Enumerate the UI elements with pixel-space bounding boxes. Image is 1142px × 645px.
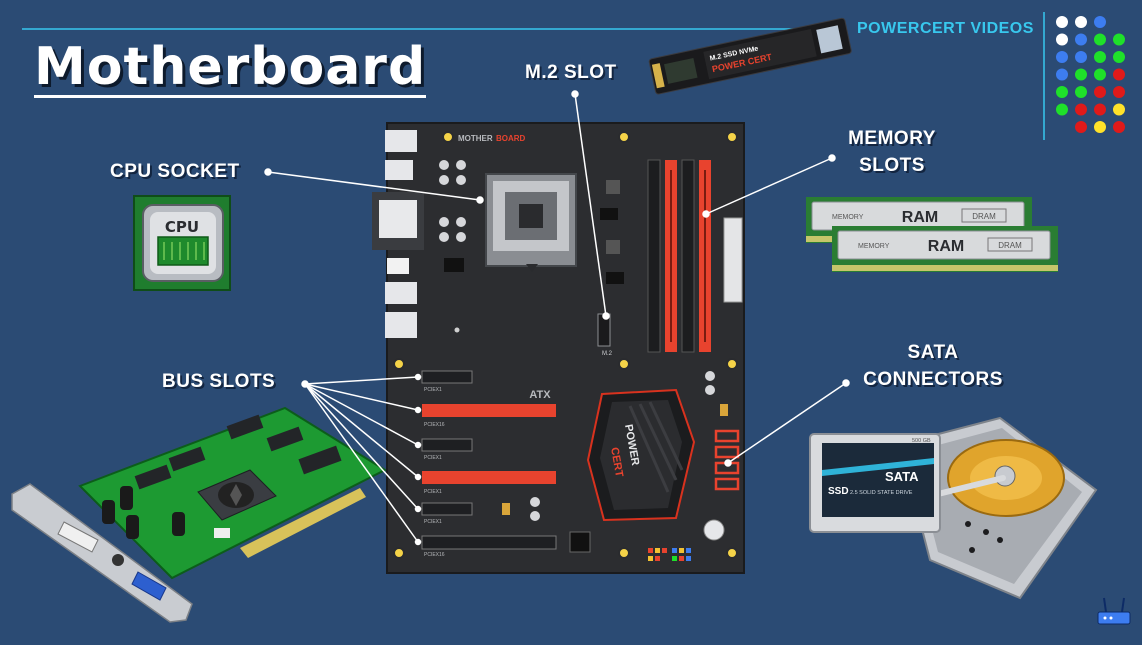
logo-dot bbox=[1113, 33, 1125, 46]
svg-text:MEMORY: MEMORY bbox=[832, 214, 864, 221]
logo-dot bbox=[1075, 121, 1087, 133]
logo-dot bbox=[1094, 86, 1106, 98]
svg-text:2.5 SOLID STATE DRIVE: 2.5 SOLID STATE DRIVE bbox=[850, 490, 913, 496]
logo-dot bbox=[1056, 51, 1068, 63]
logo-dot bbox=[1075, 103, 1087, 116]
svg-text:PCIEX1: PCIEX1 bbox=[424, 387, 442, 393]
svg-text:RAM: RAM bbox=[902, 209, 938, 226]
m2-slot-label: M.2 SLOT bbox=[525, 62, 617, 83]
ram-sticks-graphic: MEMORY RAM DRAM MEMORY RAM DRAM bbox=[806, 197, 1058, 272]
svg-text:PCIEX1: PCIEX1 bbox=[424, 489, 442, 495]
hard-drive-graphic bbox=[898, 416, 1098, 600]
leader-lines bbox=[264, 90, 850, 546]
cpu-socket-label: CPU SOCKET bbox=[110, 161, 240, 182]
svg-text:MEMORY: MEMORY bbox=[858, 243, 890, 250]
logo-dot bbox=[1094, 51, 1106, 63]
logo-dot bbox=[1056, 103, 1068, 116]
logo-dot bbox=[1113, 51, 1125, 63]
logo-dot bbox=[1075, 33, 1087, 46]
logo-dot bbox=[1075, 68, 1087, 81]
sata-connectors-label: SATA CONNECTORS bbox=[863, 342, 1003, 390]
svg-text:SATA: SATA bbox=[885, 469, 919, 484]
logo-dot bbox=[1094, 68, 1106, 81]
memory-slots-label: MEMORY SLOTS bbox=[848, 128, 936, 176]
logo-dot bbox=[1056, 16, 1068, 28]
logo-dot bbox=[1094, 121, 1106, 133]
svg-text:PCIEX16: PCIEX16 bbox=[424, 552, 445, 558]
svg-text:DRAM: DRAM bbox=[998, 241, 1022, 250]
network-icon bbox=[1097, 597, 1131, 625]
svg-text:500 GB: 500 GB bbox=[912, 438, 931, 444]
logo-dot bbox=[1094, 16, 1106, 28]
logo-dot bbox=[1113, 68, 1125, 81]
m2-ssd-graphic: M.2 SSD NVMe POWER CERT bbox=[648, 17, 852, 95]
logo-dot bbox=[1094, 103, 1106, 116]
logo-dot bbox=[1075, 86, 1087, 98]
logo-dot bbox=[1056, 86, 1068, 98]
motherboard-graphic: MOTHER BOARD M.2 bbox=[372, 122, 745, 574]
bus-slots-label: BUS SLOTS bbox=[162, 371, 276, 392]
cpu-chip-text: CPU bbox=[165, 218, 199, 236]
svg-text:SSD: SSD bbox=[828, 486, 849, 497]
logo-dot bbox=[1094, 33, 1106, 46]
svg-text:RAM: RAM bbox=[928, 238, 964, 255]
svg-text:PCIEX1: PCIEX1 bbox=[424, 519, 442, 525]
expansion-card-graphic bbox=[11, 406, 388, 623]
page-title: Motherboard bbox=[34, 37, 427, 98]
ssd-drive-graphic: SATA SSD 2.5 SOLID STATE DRIVE 500 GB bbox=[809, 433, 941, 533]
logo-dot bbox=[1056, 33, 1068, 46]
svg-text:PCIEX16: PCIEX16 bbox=[424, 422, 445, 428]
svg-text:DRAM: DRAM bbox=[972, 212, 996, 221]
dot-grid-logo bbox=[1056, 16, 1125, 133]
svg-text:CERT: CERT bbox=[608, 446, 625, 478]
logo-dot bbox=[1056, 68, 1068, 81]
logo-dot bbox=[1075, 51, 1087, 63]
svg-text:M.2: M.2 bbox=[602, 351, 613, 357]
cpu-chip-graphic: CPU bbox=[133, 195, 231, 291]
svg-text:PCIEX1: PCIEX1 bbox=[424, 455, 442, 461]
svg-text:BOARD: BOARD bbox=[496, 134, 526, 143]
logo-dot bbox=[1075, 16, 1087, 28]
svg-text:ATX: ATX bbox=[529, 389, 551, 401]
logo-dot bbox=[1113, 121, 1125, 133]
logo-dot bbox=[1113, 86, 1125, 98]
svg-text:MOTHER: MOTHER bbox=[458, 134, 493, 143]
brand-name: POWERCERT VIDEOS bbox=[857, 20, 1034, 37]
logo-dot bbox=[1113, 103, 1125, 116]
